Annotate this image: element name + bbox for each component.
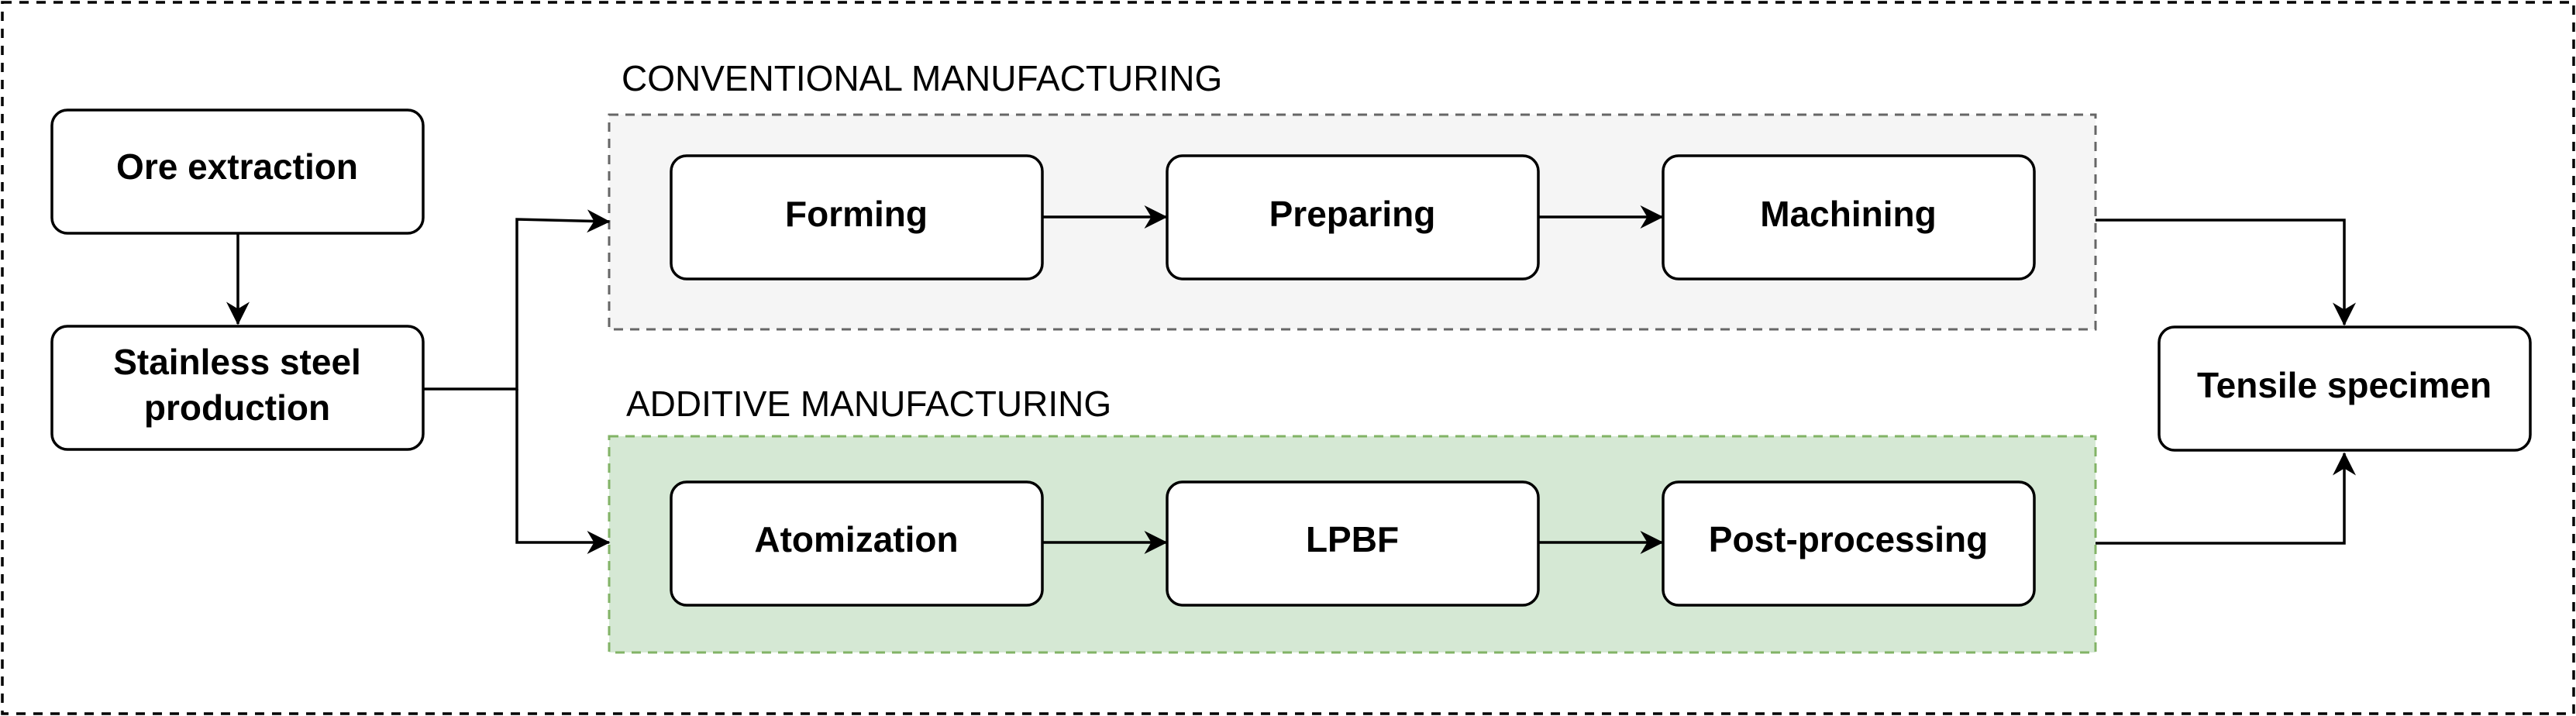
node-machining-label: Machining xyxy=(1760,194,1936,234)
node-atomization: Atomization xyxy=(670,480,1044,607)
edge-conventional-to-tensile xyxy=(2096,219,2356,326)
edge-steel-to-conventional xyxy=(423,209,611,391)
node-machining: Machining xyxy=(1662,154,2036,281)
node-forming: Forming xyxy=(670,154,1044,281)
node-preparing-label: Preparing xyxy=(1269,194,1436,234)
node-ore-extraction-label: Ore extraction xyxy=(116,146,358,187)
node-preparing: Preparing xyxy=(1166,154,1540,281)
node-atomization-label: Atomization xyxy=(754,519,958,559)
node-ore-extraction: Ore extraction xyxy=(50,108,425,235)
additive-group-title: ADDITIVE MANUFACTURING xyxy=(626,384,1111,424)
node-post-processing: Post-processing xyxy=(1662,480,2036,607)
node-stainless-steel-production: Stainless steel production xyxy=(50,325,425,451)
node-tensile-specimen-label: Tensile specimen xyxy=(2197,365,2492,405)
node-forming-label: Forming xyxy=(785,194,928,234)
node-post-processing-label: Post-processing xyxy=(1709,519,1988,559)
edge-steel-to-additive xyxy=(515,389,611,554)
conventional-group-title: CONVENTIONAL MANUFACTURING xyxy=(622,58,1222,98)
node-lpbf-label: LPBF xyxy=(1306,519,1399,559)
edge-additive-to-tensile xyxy=(2096,452,2356,545)
node-steel-label-line1: Stainless steel xyxy=(113,342,361,382)
node-steel-label-line2: production xyxy=(144,387,330,428)
node-tensile-specimen: Tensile specimen xyxy=(2158,325,2532,452)
node-lpbf: LPBF xyxy=(1166,480,1540,607)
